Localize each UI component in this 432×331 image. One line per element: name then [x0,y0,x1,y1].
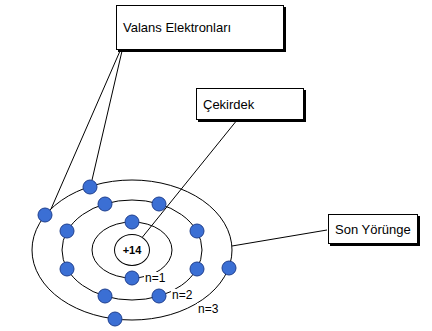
electron [60,262,74,276]
electron [190,262,204,276]
shell-label: n=1 [144,272,166,285]
leader-line [143,120,238,237]
orbit-ring [32,180,232,320]
callout-box: Çekirdek [196,88,304,120]
leader-line [92,51,122,180]
shell-label: n=3 [197,303,219,316]
shell-label: n=2 [171,289,193,302]
electron [125,271,139,285]
orbit-ring [92,222,172,278]
node-text: Çekirdek [203,97,254,112]
electron [98,197,112,211]
electron [83,180,97,194]
electron [125,215,139,229]
electron [98,289,112,303]
node-text: +14 [123,244,142,256]
electron [222,261,236,275]
electron [108,312,122,326]
electron [60,224,74,238]
leader-line [232,230,327,246]
electron [190,224,204,238]
electron [152,197,166,211]
electron [152,289,166,303]
callout-box: Valans Elektronları [116,5,284,50]
node-text: Valans Elektronları [123,20,231,35]
node-text: Son Yörünge [335,222,411,237]
orbit-ring [62,200,202,300]
callout-box: Son Yörünge [328,214,418,244]
leader-line [51,51,120,209]
electron [38,208,52,222]
nucleus-circle: +14 [114,234,150,266]
